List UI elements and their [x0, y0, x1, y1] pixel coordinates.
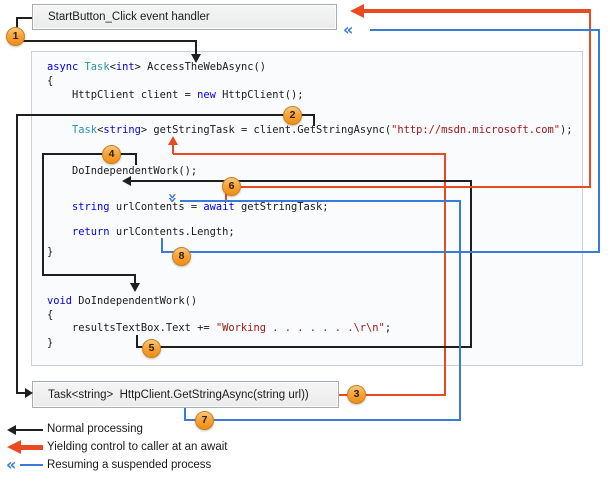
flow-line: [16, 114, 18, 393]
legend-normal-arrow-icon: [7, 425, 16, 435]
code-line: DoIndependentWork();: [47, 165, 198, 177]
flow-line: [180, 200, 461, 202]
flow-line: [370, 29, 600, 31]
flow-line: [16, 114, 315, 116]
code-line: }: [47, 246, 54, 258]
flow-line: [184, 408, 186, 420]
flow-line: [173, 153, 446, 155]
flow-line: [225, 193, 227, 201]
code-line: resultsTextBox.Text += "Working . . . . …: [47, 322, 392, 334]
start-handler-box: StartButton_Click event handler: [32, 4, 337, 30]
flow-line: [16, 17, 33, 19]
start-handler-label: StartButton_Click event handler: [48, 11, 210, 23]
flow-line: [184, 419, 461, 421]
flow-line: [42, 274, 136, 276]
code-line: {: [47, 75, 54, 87]
code-panel: [31, 51, 583, 366]
getstringasync-label: Task<string> HttpClient.GetStringAsync(s…: [48, 388, 309, 401]
step-badge-8: 8: [172, 247, 191, 266]
flow-line: [136, 335, 138, 347]
flow-line: [136, 346, 472, 348]
arrowhead-down-icon: [130, 283, 140, 292]
step-badge-4: 4: [102, 145, 121, 164]
flow-line: [364, 9, 591, 13]
flow-line: [42, 153, 44, 276]
flow-line: [238, 186, 591, 188]
code-line: }: [47, 337, 54, 349]
code-line: return urlContents.Length;: [72, 226, 235, 238]
code-line: {: [47, 309, 54, 321]
legend-label: Normal processing: [47, 423, 143, 435]
step-badge-6: 6: [222, 177, 241, 196]
legend-yield-line: [20, 445, 43, 450]
flow-line: [598, 30, 600, 253]
getstringasync-box: Task<string> HttpClient.GetStringAsync(s…: [32, 381, 339, 408]
flow-line: [134, 274, 136, 284]
step-badge-1: 1: [6, 27, 25, 46]
flow-line: [16, 392, 26, 394]
code-line: HttpClient client = new HttpClient();: [47, 89, 304, 101]
arrowhead-up-icon: [168, 136, 178, 145]
flow-line: [172, 145, 174, 154]
flow-line: [16, 40, 197, 42]
legend-resume-chevrons-icon: «: [6, 455, 17, 474]
flow-line: [444, 153, 446, 396]
flow-line: [42, 153, 137, 155]
code-line: string urlContents = await getStringTask…: [72, 201, 329, 213]
flow-line: [135, 153, 137, 165]
code-line: Task<string> getStringTask = client.GetS…: [72, 124, 573, 136]
step-badge-7: 7: [195, 411, 214, 430]
step-badge-5: 5: [142, 339, 161, 358]
code-line: async Task<int> AccessTheWebAsync(): [47, 61, 267, 73]
legend-resume-line: [20, 464, 43, 466]
legend-label: Yielding control to caller at an await: [47, 441, 228, 453]
flow-line: [459, 201, 461, 421]
flow-line: [313, 115, 315, 126]
flow-line: [589, 11, 591, 188]
step-badge-2: 2: [283, 106, 302, 125]
legend-label: Resuming a suspended process: [47, 459, 212, 471]
flow-line: [161, 238, 163, 252]
arrowhead-down-icon: [191, 54, 201, 63]
flow-line: [470, 180, 472, 348]
arrowhead-right-icon: [25, 388, 33, 398]
resume-chevrons-icon: «: [343, 20, 354, 39]
arrowhead-left-icon: [350, 4, 364, 18]
arrowhead-left-icon: [122, 176, 131, 186]
step-badge-3: 3: [347, 385, 366, 404]
flow-line: [161, 251, 600, 253]
legend-normal-line: [14, 429, 43, 431]
legend-yield-arrow-icon: [7, 440, 21, 454]
flow-line: [338, 394, 446, 396]
code-line: void DoIndependentWork(): [47, 295, 198, 307]
flow-line: [131, 180, 472, 182]
flow-line: [195, 40, 197, 55]
